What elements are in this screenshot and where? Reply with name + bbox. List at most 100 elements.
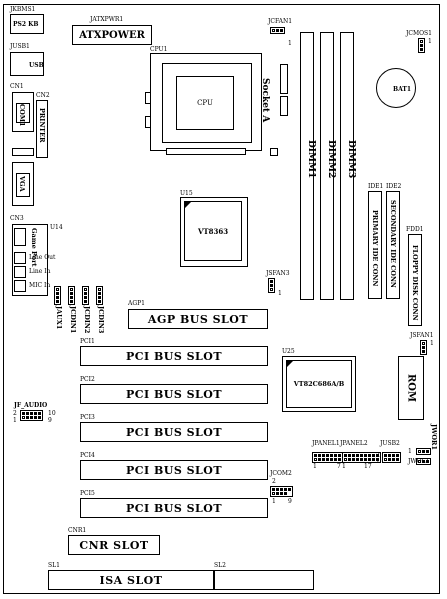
label-atxpower: ATXPOWER — [79, 29, 145, 41]
label-jpanel1: JPANEL1 — [312, 440, 340, 447]
pin-1-jcmos1: 1 — [428, 38, 432, 45]
label-ide1: IDE1 — [368, 183, 384, 190]
southbridge-pin1-marker — [286, 360, 294, 368]
label-vga: VGA — [18, 176, 26, 192]
pin-1-jsfan1: 1 — [430, 340, 434, 347]
label-pci2: PCI2 — [80, 376, 95, 383]
battery — [376, 68, 416, 108]
pin-1-jcom2: 1 — [272, 498, 276, 505]
label-line-out: Line Out — [29, 254, 56, 261]
label-pci2-slot: PCI BUS SLOT — [125, 387, 223, 401]
jcmos1-jumper — [418, 38, 425, 53]
label-dimm3: DIMM3 — [346, 140, 356, 179]
label-cnr1: CNR1 — [68, 527, 87, 534]
label-com1: COM1 — [18, 104, 26, 127]
ps2-kb-connector: PS2 KB — [10, 14, 44, 34]
pin-1-jpanel1: 1 — [313, 463, 317, 470]
pci5-slot: PCI BUS SLOT — [80, 498, 268, 518]
label-bat1: BAT1 — [393, 86, 412, 93]
usb-connector: USB — [10, 52, 44, 76]
label-pci1: PCI1 — [80, 338, 95, 345]
pin-1-jf-audio: 1 — [13, 417, 17, 424]
label-vt8363: VT8363 — [197, 226, 229, 236]
label-sl2: SL2 — [214, 562, 226, 569]
label-cpu: CPU — [197, 99, 213, 107]
label-isa-slot: ISA SLOT — [99, 573, 163, 587]
floppy-connector — [408, 234, 422, 326]
label-line-in: Line In — [29, 268, 51, 275]
label-u25: U25 — [282, 348, 295, 355]
label-primary-ide: PRIMARY IDE CONN — [371, 210, 379, 287]
jsfan1-header — [420, 340, 427, 355]
ide1-connector — [368, 191, 382, 299]
label-jcdin2: JCDIN2 — [83, 306, 91, 334]
label-ps2kb: PS2 KB — [13, 21, 39, 28]
label-jpanel2: JPANEL2 — [340, 440, 368, 447]
bios-rom: ROM — [398, 356, 424, 420]
label-jatxpwr1: JATXPWR1 — [90, 16, 124, 23]
jcdin2-header — [82, 286, 89, 305]
label-rom: ROM — [405, 373, 417, 403]
pin-2-jf-audio: 2 — [13, 410, 17, 417]
pin-2-jusb2: 2 — [376, 452, 380, 459]
pin-9-jcom2: 9 — [288, 498, 292, 505]
label-socket: Socket A — [260, 78, 270, 123]
jcdin1-header — [68, 286, 75, 305]
dimm2-slot — [320, 32, 334, 300]
isa-slot-sl1: ISA SLOT — [48, 570, 214, 590]
label-jcdin1: JCDIN1 — [69, 306, 77, 334]
line-in-jack — [14, 266, 26, 278]
jusb2-header — [382, 452, 401, 463]
label-sl1: SL1 — [48, 562, 60, 569]
cnr-slot: CNR SLOT — [68, 535, 160, 555]
atx-power-connector: ATXPOWER — [72, 25, 152, 45]
label-vt82c686: VT82C686A/B — [293, 380, 345, 388]
label-jwol1: JWOL1 — [408, 458, 430, 465]
pin-1-jcfan1: 1 — [288, 40, 292, 47]
jpanel2-header — [342, 452, 381, 463]
label-jcmos1: JCMOS1 — [406, 30, 432, 37]
label-agp-slot: AGP BUS SLOT — [147, 312, 249, 326]
line-out-jack — [14, 252, 26, 264]
agp-slot: AGP BUS SLOT — [128, 309, 268, 329]
socket-tab-left-1 — [145, 92, 151, 104]
label-game-port: Game Port — [30, 228, 38, 267]
jcom2-header — [270, 486, 293, 497]
label-dimm2: DIMM2 — [326, 140, 336, 179]
label-pci1-slot: PCI BUS SLOT — [125, 349, 223, 363]
label-jf-audio: JF_AUDIO — [14, 402, 48, 409]
label-cnr-slot: CNR SLOT — [79, 538, 149, 552]
pci4-slot: PCI BUS SLOT — [80, 460, 268, 480]
label-cn1: CN1 — [10, 83, 24, 90]
label-jcom2: JCOM2 — [270, 470, 292, 477]
label-secondary-ide: SECONDARY IDE CONN — [389, 200, 397, 288]
pin-10-jf-audio: 10 — [48, 410, 56, 417]
label-jsfan3: JSFAN3 — [266, 270, 290, 277]
socket-tab-left-2 — [145, 116, 151, 128]
label-jusb1: JUSB1 — [10, 43, 30, 50]
label-jsfan1: JSFAN1 — [410, 332, 434, 339]
vga-connector — [12, 162, 34, 206]
pin-1-jsfan3: 1 — [278, 290, 282, 297]
southbridge-chip: VT82C686A/B — [286, 360, 352, 408]
chip-pin1-marker — [184, 201, 192, 209]
com1-connector — [12, 92, 34, 132]
pci3-slot: PCI BUS SLOT — [80, 422, 268, 442]
label-pci4: PCI4 — [80, 452, 95, 459]
label-u15: U15 — [180, 190, 193, 197]
northbridge-chip: VT8363 — [184, 201, 242, 261]
pin-7-jpanel1: 7 — [337, 463, 341, 470]
socket-lever-end — [270, 148, 278, 156]
jwor1-header — [416, 448, 431, 455]
label-usb: USB — [29, 62, 44, 69]
label-agp1: AGP1 — [128, 300, 145, 307]
pci2-slot: PCI BUS SLOT — [80, 384, 268, 404]
dimm1-slot — [300, 32, 314, 300]
socket-lever — [166, 148, 246, 155]
label-dimm1: DIMM1 — [306, 140, 316, 179]
label-u14: U14 — [50, 224, 63, 231]
label-pci3: PCI3 — [80, 414, 95, 421]
label-jcdin3: JCDIN3 — [97, 306, 105, 334]
mic-in-jack — [14, 280, 26, 292]
label-pci5: PCI5 — [80, 490, 95, 497]
